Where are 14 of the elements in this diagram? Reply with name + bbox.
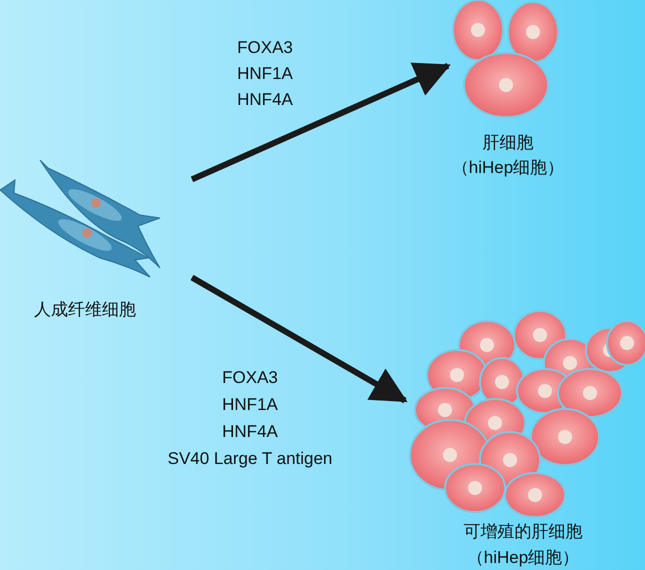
arrow [190,274,408,404]
cell-caption: 肝细胞 [482,133,534,153]
gene-label: HNF4A [237,90,293,110]
cell-caption: 人成纤维细胞 [34,300,136,320]
gene-label: FOXA3 [222,368,278,388]
gene-label: HNF1A [222,395,278,415]
gene-label: SV40 Large T antigen [168,449,332,469]
gene-label: FOXA3 [237,38,293,58]
arrow [190,62,451,182]
gene-label: HNF1A [237,64,293,84]
cell-caption: （hiHep细胞） [466,548,580,568]
gene-label: HNF4A [222,422,278,442]
cell-caption: （hiHep细胞） [452,158,564,178]
cell-caption: 可增殖的肝细胞 [464,522,582,542]
